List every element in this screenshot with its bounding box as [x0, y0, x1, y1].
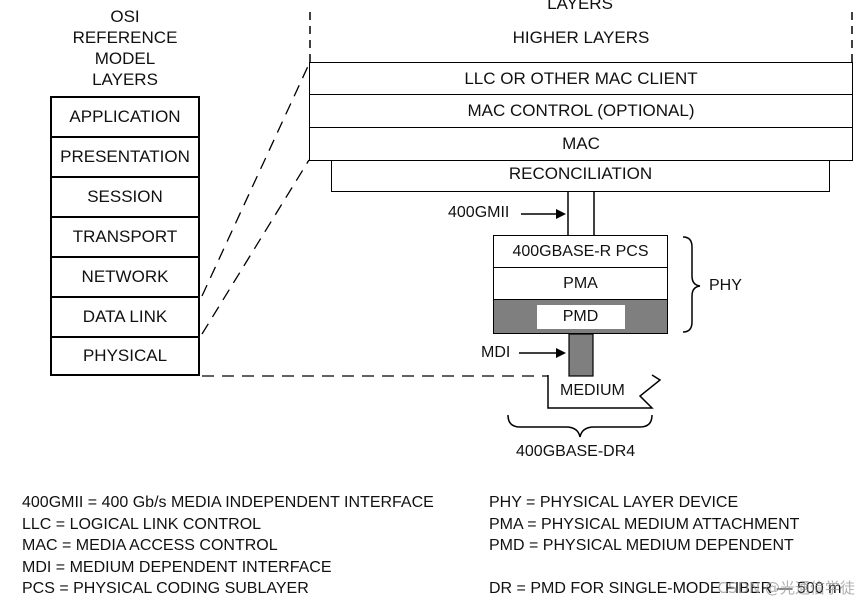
osi-layer-physical: PHYSICAL [50, 336, 200, 376]
reconciliation-layer: RECONCILIATION [331, 160, 830, 192]
legend-item: PMA = PHYSICAL MEDIUM ATTACHMENT [489, 515, 800, 533]
dashed-line-mid [201, 159, 310, 335]
llc-layer: LLC OR OTHER MAC CLIENT [309, 62, 853, 95]
osi-layer-session: SESSION [50, 176, 200, 216]
osi-layer-application: APPLICATION [50, 96, 200, 136]
legend-item: MDI = MEDIUM DEPENDENT INTERFACE [22, 558, 332, 576]
mdi-connector [568, 333, 594, 377]
mdi-label: MDI [481, 344, 511, 361]
pmd-layer: PMD [493, 299, 668, 334]
medium-shape [547, 374, 662, 409]
mac-control-layer: MAC CONTROL (OPTIONAL) [309, 94, 853, 128]
legend-item: MAC = MEDIA ACCESS CONTROL [22, 537, 278, 554]
medium-label: MEDIUM [560, 382, 625, 399]
phy-brace [682, 236, 701, 333]
pma-layer: PMA [493, 267, 668, 300]
osi-layer-network: NETWORK [50, 256, 200, 296]
phy-name-brace [507, 414, 653, 438]
osi-heading-line: REFERENCE [72, 28, 178, 47]
osi-heading-line: LAYERS [92, 70, 158, 89]
mac-layer: MAC [309, 127, 853, 161]
gmii-arrow-head [556, 209, 566, 219]
watermark: CSDN @光通信学徒 [717, 579, 855, 597]
mdi-arrow-head [556, 348, 566, 358]
legend-item [489, 557, 842, 579]
pmd-label: PMD [536, 304, 625, 329]
osi-layer-presentation: PRESENTATION [50, 136, 200, 176]
dashed-line-top [201, 63, 310, 297]
osi-heading: OSI REFERENCE MODEL LAYERS [55, 6, 195, 90]
legend-item: PHY = PHYSICAL LAYER DEVICE [489, 494, 739, 511]
osi-heading-line: OSI [110, 7, 140, 26]
higher-layers-label: HIGHER LAYERS [512, 28, 650, 47]
pcs-layer: 400GBASE-R PCS [493, 235, 668, 268]
legend-item: PCS = PHYSICAL CODING SUBLAYER [22, 580, 309, 597]
layers-top-label: LAYERS [547, 0, 613, 13]
osi-heading-line: MODEL [94, 49, 156, 68]
phy-label: PHY [709, 277, 742, 294]
phy-name-label: 400GBASE-DR4 [516, 443, 636, 460]
gmii-label: 400GMII [448, 204, 510, 221]
legend-item: 400GMII = 400 Gb/s MEDIA INDEPENDENT INT… [22, 494, 434, 511]
legend-item: PMD = PHYSICAL MEDIUM DEPENDENT [489, 537, 794, 554]
osi-layer-data-link: DATA LINK [50, 296, 200, 336]
legend-right: PHY = PHYSICAL LAYER DEVICE PMA = PHYSIC… [489, 492, 842, 600]
osi-layer-transport: TRANSPORT [50, 216, 200, 256]
legend-item: DR = PMD FOR SINGLE-MODE FIBER — 500 m [489, 580, 842, 597]
legend-left: 400GMII = 400 Gb/s MEDIA INDEPENDENT INT… [22, 492, 434, 600]
legend-item: LLC = LOGICAL LINK CONTROL [22, 515, 262, 533]
